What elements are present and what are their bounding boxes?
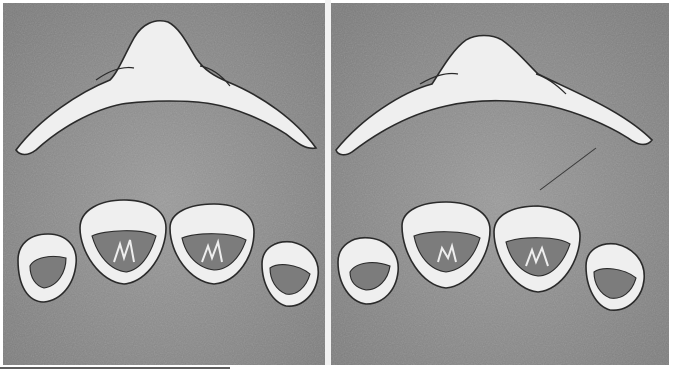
left-panel	[3, 3, 325, 365]
right-panel	[331, 3, 669, 365]
panel-divider	[325, 0, 331, 372]
